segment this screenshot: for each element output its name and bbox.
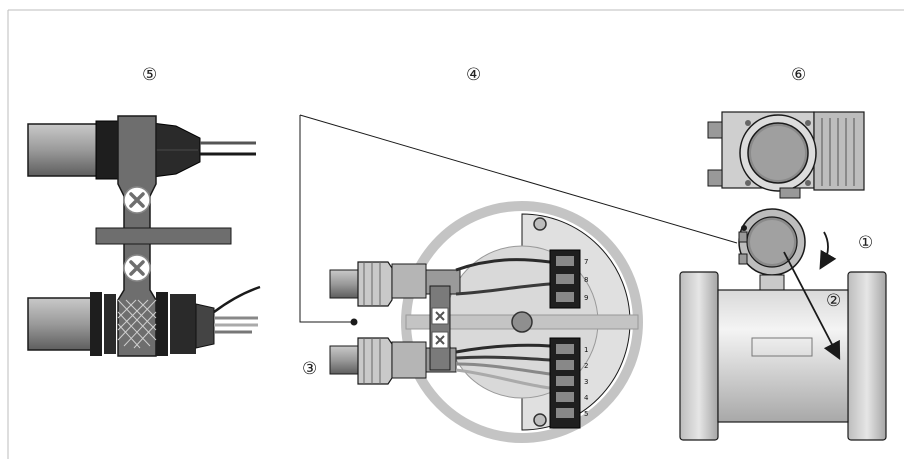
screw-icon	[123, 186, 151, 214]
figure-label-center: ④	[466, 65, 481, 85]
terminal-number: 9	[584, 294, 588, 302]
terminal-number: 7	[584, 258, 588, 266]
terminal-number: 5	[584, 410, 588, 418]
terminal-number: 3	[584, 378, 588, 386]
callout-remove: ②	[826, 291, 841, 311]
cable-clamp-detail	[27, 115, 261, 357]
terminal-number: 1	[584, 346, 588, 354]
figure-label-right: ⑥	[791, 65, 806, 85]
terminal-number: 2	[584, 362, 588, 370]
terminal-housing: 7 8 9 1 2 3 4 5 ③	[299, 114, 738, 443]
flowmeter-assembly: ① ②	[679, 111, 887, 441]
figure-label-left: ⑤	[142, 65, 157, 85]
screw-icon	[123, 254, 151, 282]
terminal-number: 4	[584, 394, 589, 402]
terminal-number: 8	[584, 276, 588, 284]
callout-rotate: ①	[858, 233, 873, 253]
callout-cable-entry: ③	[302, 359, 317, 379]
